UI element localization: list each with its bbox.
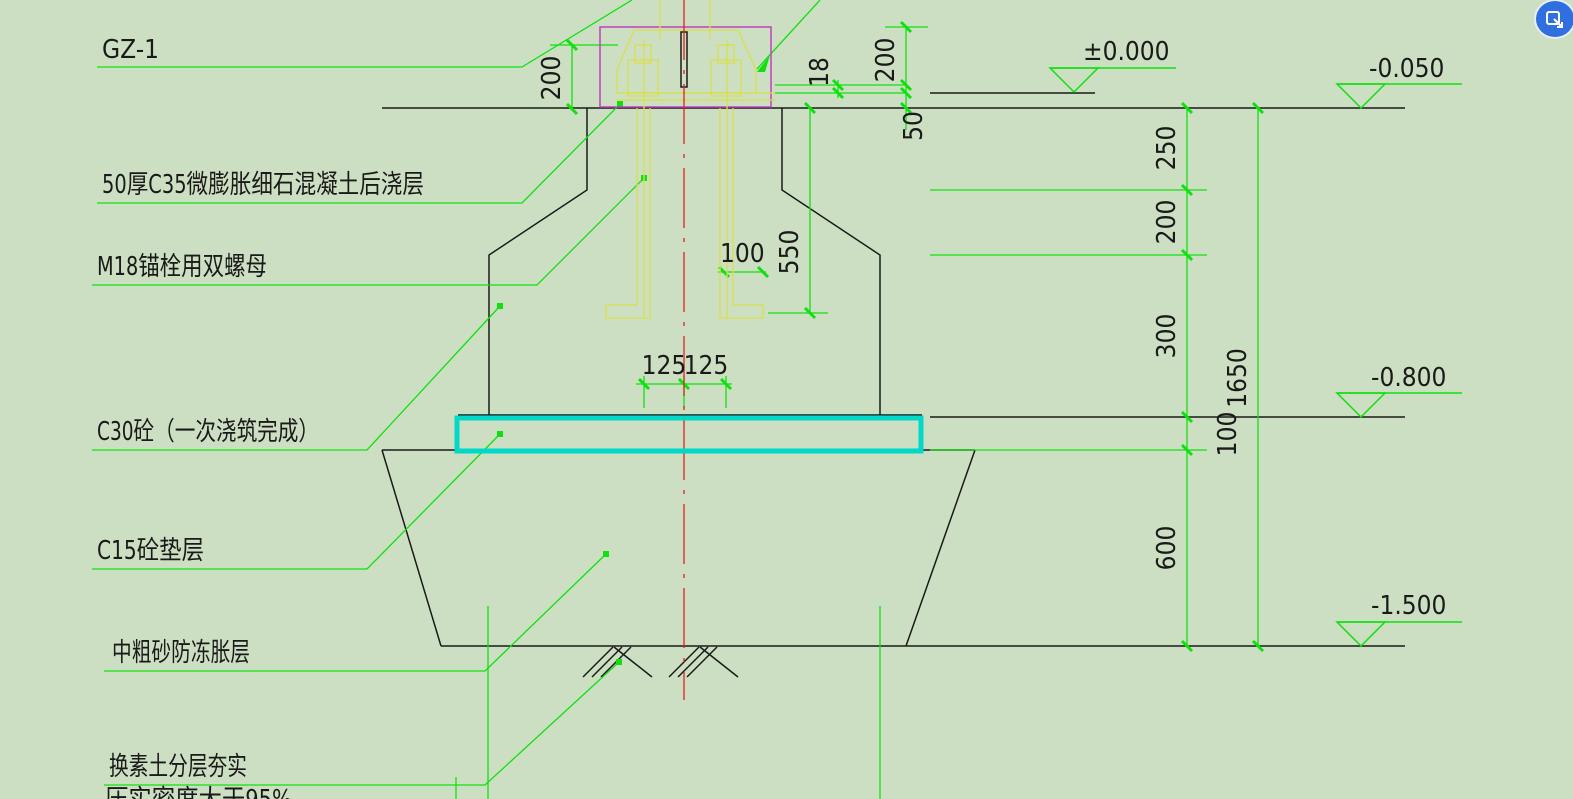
dim-100-stack: 100 — [1213, 412, 1243, 457]
dimension-ticks — [565, 20, 1265, 653]
leader-dots — [497, 55, 770, 665]
pedestal-left-edge — [488, 108, 588, 415]
elevation-1500: -1.500 — [1371, 591, 1446, 621]
selection-highlight[interactable] — [454, 415, 924, 454]
label-c15: C15砼垫层 — [97, 536, 204, 566]
elevation-0050: -0.050 — [1369, 54, 1444, 84]
dim-200-left: 200 — [537, 56, 567, 101]
dim-600: 600 — [1152, 526, 1182, 571]
pedestal-right-edge — [781, 108, 881, 415]
leader-c15 — [92, 433, 501, 570]
anchor-bolts — [605, 0, 775, 319]
soil-hatch — [582, 646, 739, 678]
dim-18: 18 — [805, 57, 835, 87]
leader-c30 — [92, 305, 501, 451]
column-base-detail — [599, 0, 775, 700]
dim-50: 50 — [899, 111, 929, 141]
dim-200-stack: 200 — [1152, 200, 1182, 245]
dim-300: 300 — [1152, 314, 1182, 359]
elevation-markers — [1048, 67, 1462, 648]
dim-550: 550 — [775, 230, 805, 275]
label-c30: C30砼（一次浇筑完成） — [97, 417, 319, 447]
leader-top-right — [756, 0, 821, 70]
column-outline — [599, 26, 772, 108]
label-sand: 中粗砂防冻胀层 — [112, 638, 250, 668]
dim-200-right: 200 — [871, 38, 901, 83]
screen-capture-button[interactable] — [1536, 1, 1573, 37]
dim-250: 250 — [1152, 126, 1182, 171]
elevation-0000: ±0.000 — [1083, 37, 1170, 67]
label-cutoff: 压实密度大于95% — [105, 785, 292, 799]
dim-100: 100 — [720, 239, 765, 269]
label-anchor: M18锚栓用双螺母 — [97, 252, 267, 282]
dim-1650: 1650 — [1223, 348, 1253, 408]
cushion-right-slope — [905, 449, 976, 647]
label-post-pour: 50厚C35微膨胀细石混凝土后浇层 — [102, 170, 424, 200]
dim-125-b: 125 — [684, 351, 729, 381]
leader-gz — [97, 0, 633, 68]
label-gz: GZ-1 — [102, 35, 159, 65]
leader-lines — [92, 0, 1259, 799]
dim-125-a: 125 — [642, 351, 687, 381]
label-backfill: 换素土分层夯实 — [109, 752, 247, 782]
leader-backfill — [104, 661, 620, 786]
leader-anchor — [92, 177, 645, 286]
leader-post-pour — [97, 103, 621, 204]
cushion-left-slope — [381, 449, 442, 647]
screen-capture-icon — [1546, 11, 1563, 28]
elevation-0800: -0.800 — [1371, 363, 1446, 393]
leader-sand — [104, 553, 607, 672]
